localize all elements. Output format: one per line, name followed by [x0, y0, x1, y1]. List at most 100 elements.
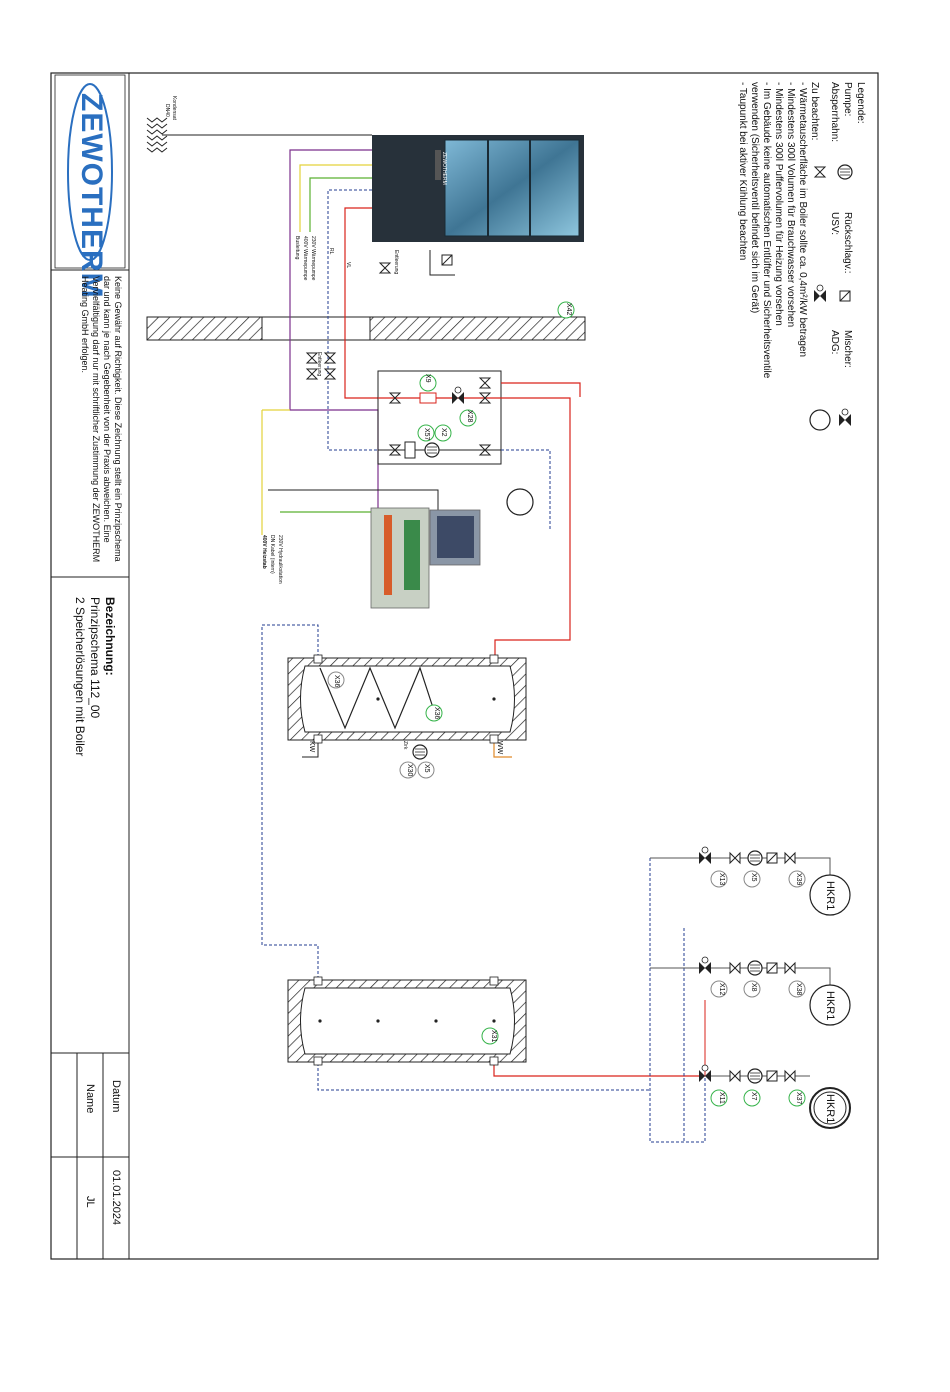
- legend-mixer: Mischer:: [842, 330, 853, 368]
- disclaimer-text: Keine Gewähr auf Richtigkeit. Diese Zeic…: [80, 276, 123, 563]
- mixer-valve-icon: [699, 962, 705, 974]
- pump-icon-lines: [750, 964, 760, 972]
- tag-circle-x5: [417, 761, 435, 779]
- tag-circle-x30: [399, 761, 417, 779]
- datum-value: 01.01.2024: [110, 1170, 122, 1226]
- legend-usv: USV:: [829, 212, 840, 235]
- sensor-port-dot: [376, 697, 380, 701]
- condensate-dn-label: DN40: [164, 104, 170, 117]
- mixer-valve-icon: [699, 852, 705, 864]
- drain-label: Entleerung: [393, 250, 399, 275]
- shutoff-valve-icon: [729, 851, 741, 865]
- shutoff-valve-icon: [478, 377, 492, 389]
- return-pipe-hp: [327, 189, 378, 451]
- designation-line-2: 2 Speicherlösungen mit Boiler: [73, 597, 87, 757]
- tag-x9: X9: [424, 374, 431, 383]
- mixer-actuator-icon: [816, 284, 824, 292]
- tank-nozzle: [489, 1056, 499, 1066]
- tag-x37: X37: [795, 1092, 802, 1105]
- tag-x12: X12: [718, 983, 725, 996]
- logo-box: [54, 74, 126, 269]
- mixer-valve-icon-b: [705, 852, 711, 864]
- tag-circle-mixer: [710, 870, 728, 888]
- shutoff-valve-icon: [478, 444, 492, 456]
- sensor-port-dot: [376, 1019, 380, 1023]
- tag-circle-x31: [481, 1027, 499, 1045]
- legend-usv-icon: [814, 290, 820, 302]
- logo-ellipse: [67, 83, 113, 261]
- tag-x8: X8: [750, 983, 757, 992]
- tank-nozzle: [313, 976, 323, 986]
- tag-circle-x2: [434, 424, 452, 442]
- supply-label-bus: Busleitung: [294, 236, 300, 260]
- tag-circle-pump: [743, 870, 761, 888]
- condensate-label: Kondensat: [171, 96, 177, 120]
- sensor-port-dot: [492, 1019, 496, 1023]
- tag-x36-sensor: X36: [433, 707, 440, 720]
- pump-icon-lines: [750, 1072, 760, 1080]
- shutoff-valve-icon: [388, 444, 402, 456]
- mixer-actuator-icon: [841, 408, 849, 416]
- mixer-actuator-icon: [701, 956, 709, 964]
- tag-x13: X13: [718, 873, 725, 886]
- shutoff-valve-icon: [478, 392, 492, 404]
- legend-shutoff: Absperrhahn:: [829, 82, 840, 143]
- name-value: JL: [84, 1196, 96, 1208]
- supply-label-230: 230V Wärmepumpe: [310, 236, 316, 281]
- legend-adg-icon: [809, 409, 831, 431]
- flow-sensor-icon: [404, 441, 416, 459]
- check-valve-icon-slash: [766, 852, 778, 864]
- tag-circle-sensor: [788, 1089, 806, 1107]
- check-valve-icon-slash: [766, 1070, 778, 1082]
- tag-circle-sensor: [788, 980, 806, 998]
- tag-x5-zirk: X5: [423, 764, 430, 773]
- heat-pump-badge: ZEWOTHERM: [441, 152, 447, 185]
- supply-label-dn: DN Kabel (intern): [269, 535, 275, 574]
- supply-label-hydraulic: 230V Hydraulikstation: [277, 535, 283, 584]
- drain-valve-icon: [378, 262, 392, 274]
- mixer-valve-icon-b: [705, 962, 711, 974]
- designation-line-1: Prinzipschema 112_00: [88, 597, 102, 719]
- legend-mixer-icon: [839, 414, 845, 426]
- tank-nozzle: [489, 654, 499, 664]
- hot-water-label: WW: [496, 741, 503, 755]
- tag-x42: X42: [565, 303, 572, 316]
- shutoff-valve-icon: [784, 851, 796, 865]
- tank-nozzle: [489, 976, 499, 986]
- note-line: verwenden (Sicherheitsventil befindet si…: [749, 82, 760, 314]
- supply-label-heater: 400V Heizstab: [261, 535, 267, 569]
- shutoff-valve-icon: [729, 961, 741, 975]
- outer-frame: [50, 72, 879, 1260]
- pump-icon-lines: [427, 446, 437, 454]
- shutoff-valve-icon: [323, 352, 337, 364]
- note-line: - Mindestens 300l Volumen für Brauchwass…: [785, 82, 796, 328]
- legend-adg: ADG:: [829, 330, 840, 355]
- tag-circle-sensor: [788, 870, 806, 888]
- mixer-valve-icon-b: [705, 1070, 711, 1082]
- tag-x38: X38: [795, 983, 802, 996]
- note-line: - Mindestens 300l Puffervolumen für Heiz…: [773, 82, 784, 326]
- tag-circle-x36: [425, 704, 443, 722]
- circulation-label: Zirk: [402, 741, 408, 750]
- hkr-label-1: HKR1: [824, 881, 836, 911]
- tank-nozzle: [313, 654, 323, 664]
- heat-pump-unit: [372, 135, 584, 242]
- legend-pump: Pumpe:: [842, 82, 853, 117]
- tag-circle-pump: [743, 980, 761, 998]
- tag-x36: X36: [333, 675, 340, 688]
- controller-board: [370, 507, 481, 609]
- mixer-actuator-icon: [454, 386, 462, 394]
- tag-x11: X11: [718, 1092, 725, 1104]
- notes-title: Zu beachten:: [809, 82, 820, 141]
- boiler-tank: [287, 657, 527, 741]
- name-label: Name: [84, 1084, 96, 1114]
- shutoff-valve-icon: [784, 961, 796, 975]
- tag-circle-x57: [417, 424, 435, 442]
- sensor-port-dot: [318, 1019, 322, 1023]
- legend-title: Legende:: [855, 82, 866, 124]
- mixer-valve-icon: [699, 1070, 705, 1082]
- mixer-actuator-icon: [701, 1064, 709, 1072]
- tag-x28: X28: [466, 410, 473, 423]
- legend-shutoff-icon: [813, 166, 827, 178]
- check-valve-icon-slash: [441, 254, 453, 266]
